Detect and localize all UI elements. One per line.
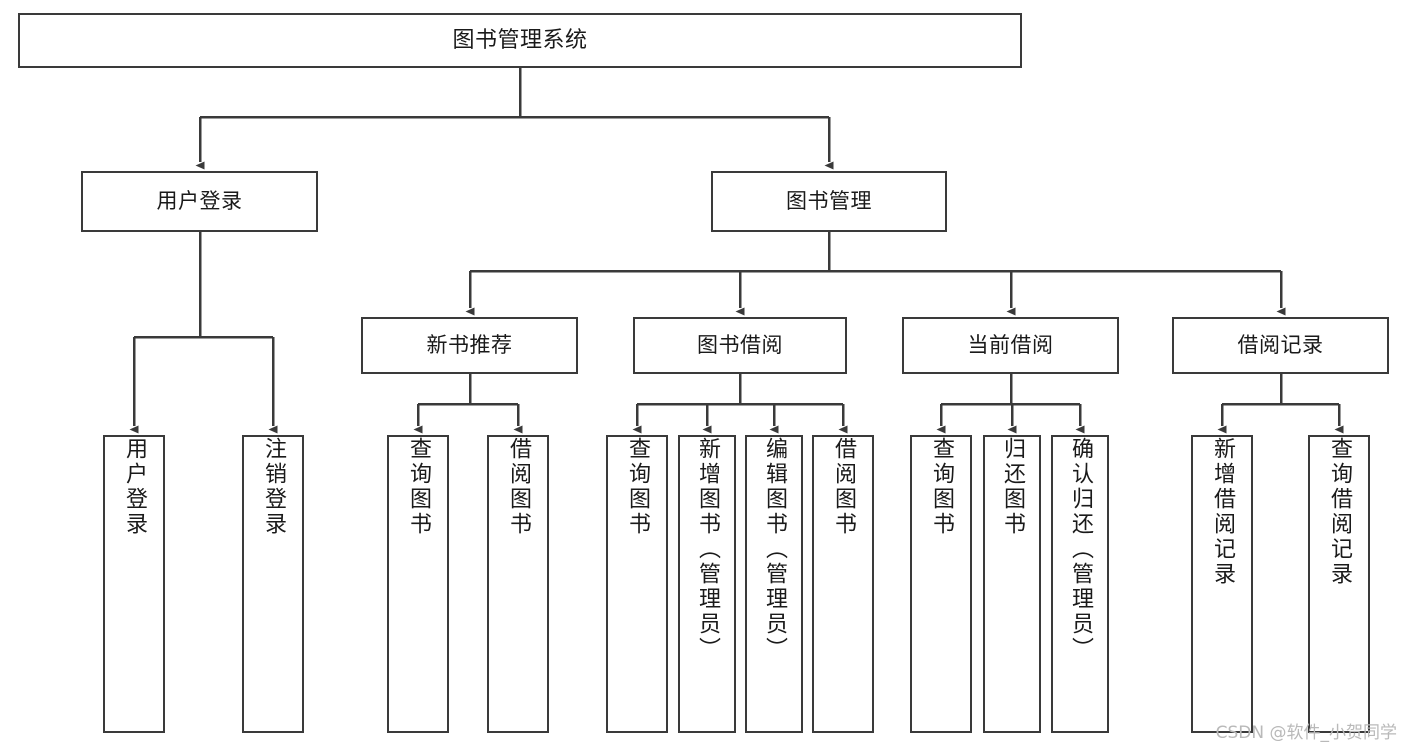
node-leaf-user-login[interactable]: 用户登录 (103, 435, 165, 733)
node-leaf-cur-return[interactable]: 归还图书 (983, 435, 1041, 733)
node-label: 用户登录 (156, 189, 243, 214)
node-current-borrow[interactable]: 当前借阅 (902, 317, 1119, 374)
node-label: 图书管理 (786, 189, 872, 214)
node-leaf-rcd-add[interactable]: 新增借阅记录 (1191, 435, 1253, 733)
node-leaf-cur-query[interactable]: 查询图书 (910, 435, 972, 733)
node-label: 图书借阅 (697, 333, 783, 358)
node-leaf-cur-confirm[interactable]: 确认归还（管理员） (1051, 435, 1109, 733)
node-book-manage[interactable]: 图书管理 (711, 171, 947, 232)
node-label: 新增借阅记录 (1210, 437, 1235, 587)
node-label: 查询图书 (625, 437, 650, 537)
node-leaf-brw-edit[interactable]: 编辑图书（管理员） (745, 435, 803, 733)
node-borrow-record[interactable]: 借阅记录 (1172, 317, 1389, 374)
node-label: 查询图书 (406, 437, 431, 537)
node-user-login[interactable]: 用户登录 (81, 171, 318, 232)
node-label: 借阅图书 (831, 437, 856, 537)
csdn-watermark: CSDN @软件_小贺同学 (1215, 723, 1397, 743)
node-label: 图书管理系统 (452, 27, 588, 53)
node-book-borrow[interactable]: 图书借阅 (633, 317, 847, 374)
node-label: 新书推荐 (426, 333, 513, 358)
node-root[interactable]: 图书管理系统 (18, 13, 1022, 68)
node-label: 确认归还（管理员） (1068, 437, 1093, 662)
node-label: 注销登录 (261, 437, 286, 537)
node-label: 查询借阅记录 (1327, 437, 1352, 587)
node-label: 查询图书 (929, 437, 954, 537)
node-label: 借阅记录 (1237, 333, 1324, 358)
node-leaf-rcd-query[interactable]: 查询借阅记录 (1308, 435, 1370, 733)
node-leaf-brw-lend[interactable]: 借阅图书 (812, 435, 874, 733)
node-label: 编辑图书（管理员） (762, 437, 787, 662)
node-label: 归还图书 (1000, 437, 1025, 537)
node-leaf-rec-borrow[interactable]: 借阅图书 (487, 435, 549, 733)
node-leaf-user-logout[interactable]: 注销登录 (242, 435, 304, 733)
node-label: 借阅图书 (506, 437, 531, 537)
node-leaf-brw-query[interactable]: 查询图书 (606, 435, 668, 733)
node-new-book-rec[interactable]: 新书推荐 (361, 317, 578, 374)
node-label: 用户登录 (122, 437, 147, 537)
node-label: 新增图书（管理员） (695, 437, 720, 662)
node-label: 当前借阅 (967, 333, 1054, 358)
node-leaf-rec-query[interactable]: 查询图书 (387, 435, 449, 733)
node-leaf-brw-add[interactable]: 新增图书（管理员） (678, 435, 736, 733)
